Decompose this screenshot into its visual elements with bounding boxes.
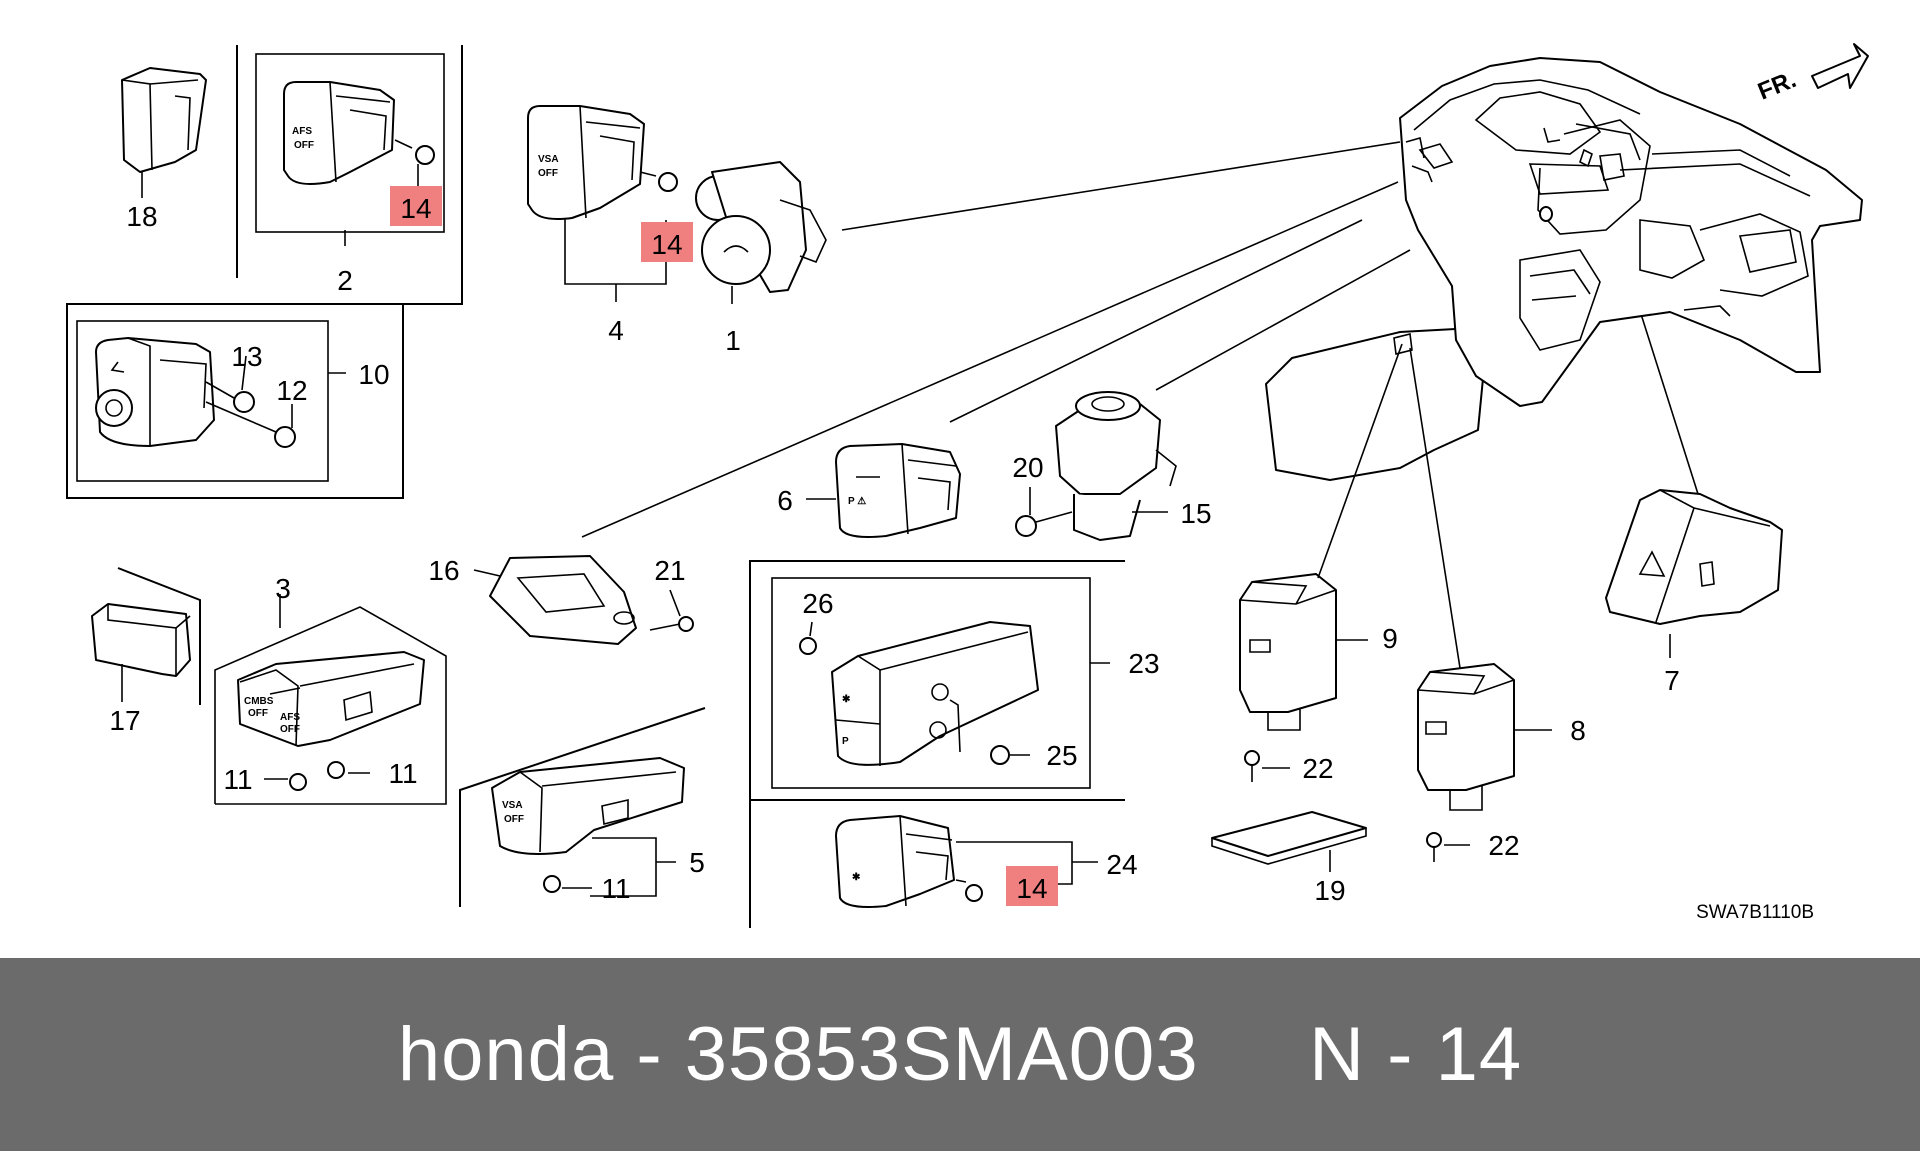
switch-24-icon: ✱ — [852, 872, 861, 883]
callout-5: 5 — [689, 847, 705, 878]
part-9-control-unit — [1239, 343, 1403, 782]
highlight-box-14c — [1006, 866, 1058, 906]
vsa2-label-bottom: OFF — [504, 814, 524, 825]
part-4-vsa-switch: VSA OFF — [527, 105, 678, 302]
parts-diagram: AFS OFF VSA OFF — [66, 43, 1869, 928]
callout-6: 6 — [777, 485, 793, 516]
callout-22a: 22 — [1302, 753, 1333, 784]
callout-15: 15 — [1180, 498, 1211, 529]
highlight-box-14a — [390, 186, 442, 226]
callout-23: 23 — [1128, 648, 1159, 679]
glovebox-lid — [1265, 327, 1485, 481]
callout-4: 4 — [608, 315, 624, 346]
part-16-bezel — [473, 181, 1399, 645]
callout-22b: 22 — [1488, 830, 1519, 861]
callout-17: 17 — [109, 705, 140, 736]
part-15-ignition-switch — [1015, 249, 1411, 541]
group-3-bracket — [214, 606, 447, 805]
callout-2: 2 — [337, 265, 353, 296]
vsa2-label-top: VSA — [502, 800, 523, 811]
vsa-label-bottom: OFF — [538, 168, 558, 179]
callout-14b: 14 — [651, 229, 682, 260]
afs2-label-bottom: OFF — [280, 724, 300, 735]
part-10-leveler-switch — [95, 337, 346, 448]
part-8-control-unit — [1409, 347, 1552, 862]
highlight-box-14b — [641, 222, 693, 262]
callout-numbers: 18 2 14 14 4 1 13 12 10 6 20 15 16 21 3 … — [109, 193, 1814, 923]
park-icon-label: P ⚠ — [848, 496, 866, 507]
cmbs-label-bottom: OFF — [248, 708, 268, 719]
part-19-pad — [1211, 811, 1367, 872]
part-2-afs-switch: AFS OFF — [283, 81, 435, 246]
part-5-vsa-switch: VSA OFF — [491, 757, 685, 897]
callout-3: 3 — [275, 573, 291, 604]
section-frames — [66, 45, 1125, 928]
part-1-knob-switch — [695, 141, 1401, 304]
front-label: FR. — [1754, 66, 1800, 106]
callout-24: 24 — [1106, 849, 1137, 880]
callout-11a: 11 — [223, 764, 252, 795]
footer-part-number: honda - 35853SMA003 N - 14 — [397, 1012, 1523, 1097]
part-17-blank-cover — [91, 603, 191, 702]
part-3-double-switch: CMBS OFF AFS OFF — [237, 594, 425, 791]
callout-18: 18 — [126, 201, 157, 232]
callout-1: 1 — [725, 325, 741, 356]
part-6-park-switch: P ⚠ — [806, 219, 1363, 538]
footer-bar: honda - 35853SMA003 N - 14 — [0, 958, 1920, 1151]
part-23-double-switch: ✱ P — [799, 621, 1110, 766]
dashboard-outline — [1399, 57, 1863, 407]
callout-11c: 11 — [601, 873, 630, 904]
part-24-switch: ✱ — [835, 815, 1098, 908]
callout-7: 7 — [1664, 665, 1680, 696]
front-direction-arrow: FR. — [1754, 43, 1869, 106]
diagram-code: SWA7B1110B — [1696, 902, 1814, 923]
callout-10: 10 — [358, 359, 389, 390]
afs-label-bottom: OFF — [294, 140, 314, 151]
part-18-blank-cover — [121, 67, 207, 198]
switch-23-icon-bottom: P — [842, 736, 849, 747]
cmbs-label-top: CMBS — [244, 696, 274, 707]
callout-19: 19 — [1314, 875, 1345, 906]
callout-21: 21 — [654, 555, 685, 586]
callout-25: 25 — [1046, 740, 1077, 771]
switch-23-icon-top: ✱ — [842, 694, 851, 705]
callout-16: 16 — [428, 555, 459, 586]
callout-26: 26 — [802, 588, 833, 619]
callout-9: 9 — [1382, 623, 1398, 654]
callout-11b: 11 — [388, 758, 417, 789]
callout-12: 12 — [276, 375, 307, 406]
callout-14a: 14 — [400, 193, 431, 224]
callout-13: 13 — [231, 341, 262, 372]
vsa-label-top: VSA — [538, 154, 559, 165]
afs2-label-top: AFS — [280, 712, 300, 723]
callout-14c: 14 — [1016, 873, 1047, 904]
afs-label-top: AFS — [292, 126, 312, 137]
callout-20: 20 — [1012, 452, 1043, 483]
callout-8: 8 — [1570, 715, 1586, 746]
